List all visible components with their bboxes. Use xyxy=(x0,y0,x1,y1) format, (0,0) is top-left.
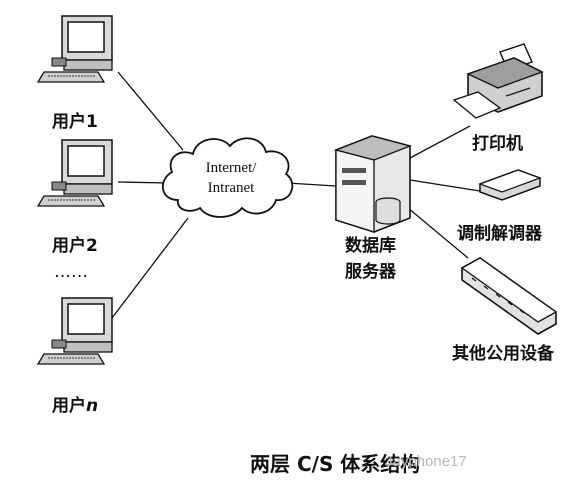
network-label-line2: Intranet xyxy=(207,180,255,196)
client-n-label-index: n xyxy=(86,396,99,416)
client-n-label-prefix: 用户 xyxy=(52,396,86,416)
link-client2-network xyxy=(117,181,169,184)
network-label: Internet/ Intranet xyxy=(182,158,280,198)
connection-lines xyxy=(111,71,481,319)
link-clientn-network xyxy=(111,217,189,319)
computer-icon-n xyxy=(36,297,113,365)
link-client1-network xyxy=(117,71,184,151)
link-server-printer xyxy=(409,125,471,159)
modem-icon xyxy=(478,169,542,201)
link-server-modem xyxy=(409,179,481,192)
ellipsis: …… xyxy=(54,262,88,282)
link-server-other xyxy=(407,207,469,259)
switch-icon xyxy=(460,257,558,335)
other-devices-label: 其他公用设备 xyxy=(452,344,554,364)
computer-icon-1 xyxy=(36,15,113,83)
server-label-line2: 服务器 xyxy=(345,262,396,282)
printer-label: 打印机 xyxy=(472,134,523,154)
server-icon xyxy=(333,135,413,233)
server-label-line1: 数据库 xyxy=(345,236,396,256)
cloud-shape xyxy=(162,137,294,218)
network-label-line1: Internet/ xyxy=(205,160,257,176)
client-2-label: 用户2 xyxy=(52,236,98,256)
watermark: Jayphone17 xyxy=(385,453,467,470)
figure-caption: 两层 C/S 体系结构 xyxy=(250,452,421,476)
client-1-label: 用户1 xyxy=(52,112,98,132)
link-network-server xyxy=(286,182,337,187)
modem-label: 调制解调器 xyxy=(457,224,542,244)
client-n-label: 用户n xyxy=(52,398,98,415)
computer-icon-2 xyxy=(36,139,113,207)
printer-icon xyxy=(452,43,544,119)
